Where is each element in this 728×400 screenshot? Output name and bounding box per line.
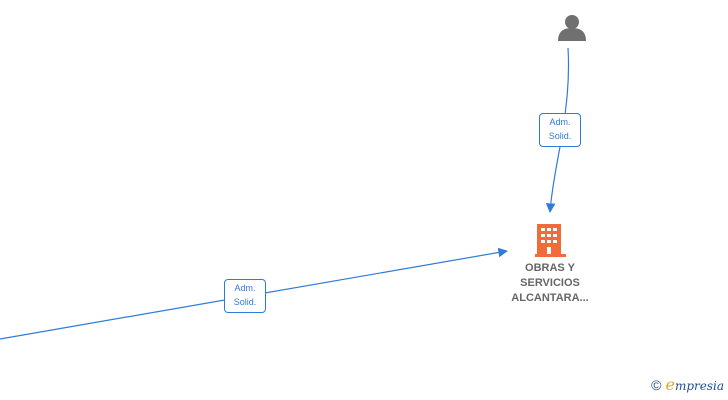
edge-label-line2: Solid. [548, 131, 572, 141]
company-name-line2: SERVICIOS [520, 277, 580, 289]
edge-label-left-company[interactable]: Adm. Solid. [224, 279, 266, 313]
edge-label-line1: Adm. [549, 117, 571, 127]
brand-initial: e [665, 375, 675, 394]
company-name[interactable]: OBRAS Y SERVICIOS ALCANTARA... [490, 261, 610, 306]
company-name-line1: OBRAS Y [525, 262, 575, 274]
brand-logo: empresia [665, 375, 724, 394]
building-icon[interactable] [535, 224, 566, 257]
company-name-line3: ALCANTARA... [511, 292, 589, 304]
edge-label-line1: Adm. [234, 283, 256, 293]
person-icon[interactable] [558, 15, 586, 41]
brand-watermark: © empresia [651, 375, 724, 394]
edge-label-person-company[interactable]: Adm. Solid. [539, 113, 581, 147]
brand-name: mpresia [674, 379, 724, 393]
edge-label-line2: Solid. [233, 297, 257, 307]
copyright-icon: © [651, 376, 662, 393]
